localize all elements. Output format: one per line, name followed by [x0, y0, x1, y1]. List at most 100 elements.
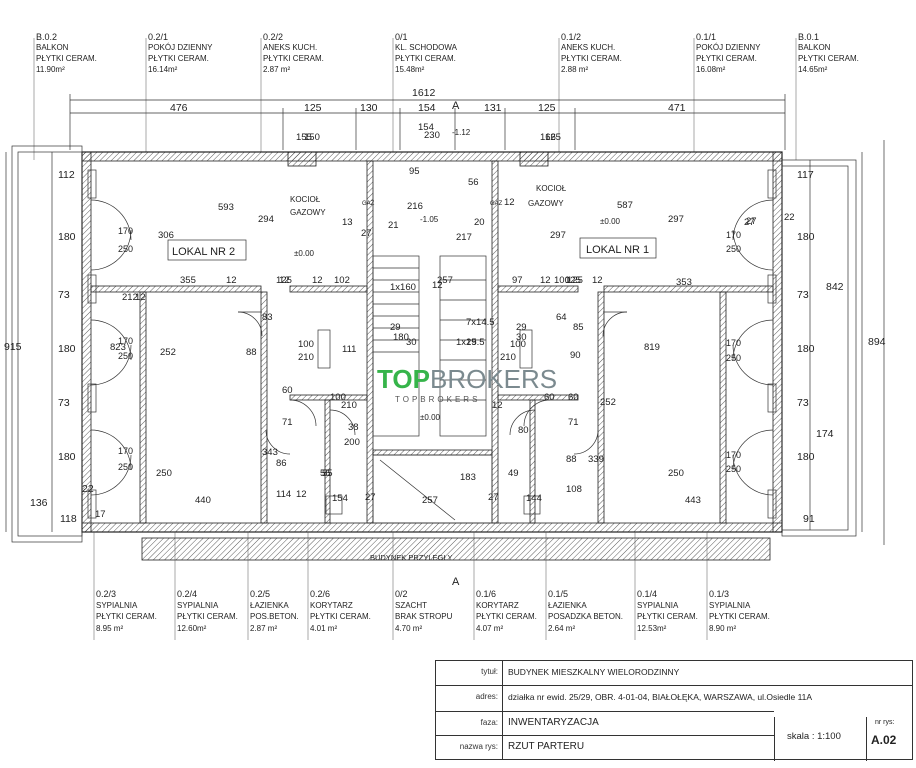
svg-text:250: 250: [726, 244, 741, 254]
interior-dim-label: 12: [312, 275, 323, 286]
dim-vert: 22: [82, 483, 94, 495]
boiler-label-right: KOCIOŁ: [536, 184, 567, 193]
dim-vert: 180: [797, 451, 815, 463]
interior-dim-label: 250: [668, 468, 684, 479]
dim-top: 131: [484, 102, 502, 114]
interior-dim-label: 13: [342, 217, 353, 228]
interior-dim-label: 250: [156, 468, 172, 479]
svg-text:8.90 m²: 8.90 m²: [709, 624, 736, 633]
room-label-02: 0/2 SZACHT BRAK STROPU 4.70 m²: [395, 589, 453, 633]
room-label-021: 0.2/1 POKÓJ DZIENNY PŁYTKI CERAM. 16.14m…: [148, 32, 213, 74]
section-mark-top: A: [452, 100, 460, 112]
level-right: ±0.00: [600, 217, 621, 226]
svg-text:0.2/5: 0.2/5: [250, 589, 270, 599]
svg-text:PŁYTKI CERAM.: PŁYTKI CERAM.: [36, 54, 97, 63]
interior-dim-label: 217: [456, 232, 472, 243]
dim-side: 842: [826, 281, 844, 293]
interior-dim-label: 12: [592, 275, 603, 286]
interior-dim-label: 60: [568, 392, 579, 403]
interior-dim-label: 55: [320, 468, 331, 479]
svg-text:4.70 m²: 4.70 m²: [395, 624, 422, 633]
interior-dim-label: 252: [600, 397, 616, 408]
interior-dim-label: 88: [246, 347, 257, 358]
interior-dim-label: 353: [676, 277, 692, 288]
svg-text:PŁYTKI CERAM.: PŁYTKI CERAM.: [696, 54, 757, 63]
svg-text:B.0.1: B.0.1: [798, 32, 819, 42]
interior-dim-label: 38: [348, 422, 359, 433]
interior-dim-label: 216: [407, 201, 423, 212]
interior-dim-label: 21: [388, 220, 399, 231]
interior-dim-label: 27: [746, 216, 757, 227]
svg-text:PŁYTKI CERAM.: PŁYTKI CERAM.: [96, 612, 157, 621]
watermark-part2: BROKERS: [429, 364, 558, 394]
interior-dim-label: 166: [540, 132, 556, 143]
svg-text:SYPIALNIA: SYPIALNIA: [177, 601, 219, 610]
gas-label-left: GAZOWY: [290, 208, 326, 217]
svg-text:PŁYTKI CERAM.: PŁYTKI CERAM.: [709, 612, 770, 621]
svg-text:PŁYTKI CERAM.: PŁYTKI CERAM.: [798, 54, 859, 63]
room-label-022: 0.2/2 ANEKS KUCH. PŁYTKI CERAM. 2.87 m²: [263, 32, 324, 74]
svg-text:8.95 m²: 8.95 m²: [96, 624, 123, 633]
interior-dim-label: 297: [668, 214, 684, 225]
interior-dim-label: 252: [160, 347, 176, 358]
svg-text:POKÓJ DZIENNY: POKÓJ DZIENNY: [148, 43, 213, 52]
interior-dim-label: 95: [409, 166, 420, 177]
dim-vert: 117: [797, 169, 814, 181]
interior-dim-label: 7x14.5: [466, 317, 495, 328]
svg-text:170: 170: [118, 226, 133, 236]
gaz-label-left: GAZ: [362, 201, 375, 207]
svg-text:250: 250: [726, 353, 741, 363]
dim-side: 91: [803, 513, 815, 525]
drawing-row: nazwa rys: RZUT PARTERU: [436, 735, 774, 758]
svg-text:ŁAZIENKA: ŁAZIENKA: [250, 601, 289, 610]
svg-text:PŁYTKI CERAM.: PŁYTKI CERAM.: [148, 54, 209, 63]
interior-dim-label: 125: [545, 132, 561, 143]
unit-label-right: LOKAL NR 1: [586, 244, 649, 256]
svg-text:SZACHT: SZACHT: [395, 601, 427, 610]
svg-text:2.87 m²: 2.87 m²: [250, 624, 277, 633]
interior-dim-label: 150: [304, 132, 320, 143]
svg-text:250: 250: [118, 351, 133, 361]
dim-side: 174: [816, 428, 834, 440]
svg-text:0.1/1: 0.1/1: [696, 32, 716, 42]
interior-dim-label: 125: [565, 275, 581, 286]
dim-top: 125: [304, 102, 322, 114]
interior-dim-label: 100: [298, 339, 314, 350]
interior-dim-label: 12: [226, 275, 237, 286]
side-dimension-lines: [5, 140, 885, 545]
svg-text:2.88 m²: 2.88 m²: [561, 65, 588, 74]
svg-text:SYPIALNIA: SYPIALNIA: [96, 601, 138, 610]
interior-dim-label: 257: [422, 495, 438, 506]
boiler-label-left: KOCIOŁ: [290, 195, 321, 204]
interior-dim-label: 154: [418, 122, 434, 133]
room-leaders-top: [33, 38, 797, 160]
interior-dim-label: 183: [460, 472, 476, 483]
svg-text:0.2/2: 0.2/2: [263, 32, 283, 42]
svg-text:12.60m²: 12.60m²: [177, 624, 207, 633]
svg-text:0.1/4: 0.1/4: [637, 589, 657, 599]
dim-vert: 180: [797, 343, 815, 355]
address-row: adres: działka nr ewid. 25/29, OBR. 4-01…: [436, 685, 912, 708]
dim-top: 125: [538, 102, 556, 114]
building-walls: [81, 151, 783, 533]
svg-text:170: 170: [726, 230, 741, 240]
svg-text:250: 250: [118, 244, 133, 254]
address-label: adres:: [475, 692, 498, 701]
svg-text:16.14m²: 16.14m²: [148, 65, 178, 74]
interior-dim-label: 200: [344, 437, 360, 448]
interior-dim-label: 85: [573, 322, 584, 333]
interior-dim-label: 593: [218, 202, 234, 213]
scale-value: skala : 1:100: [787, 731, 841, 742]
room-label-026: 0.2/6 KORYTARZ PŁYTKI CERAM. 4.01 m²: [310, 589, 371, 633]
interior-dim-label: 12: [432, 280, 443, 291]
dim-top: 130: [360, 102, 378, 114]
interior-dim-label: 125: [276, 275, 292, 286]
dim-vert: 180: [58, 451, 76, 463]
interior-dim-label: 56: [468, 177, 479, 188]
interior-dim-label: 111: [342, 344, 356, 355]
room-label-b02: B.0.2 BALKON PŁYTKI CERAM. 11.90m²: [36, 32, 97, 74]
svg-text:PŁYTKI CERAM.: PŁYTKI CERAM.: [177, 612, 238, 621]
